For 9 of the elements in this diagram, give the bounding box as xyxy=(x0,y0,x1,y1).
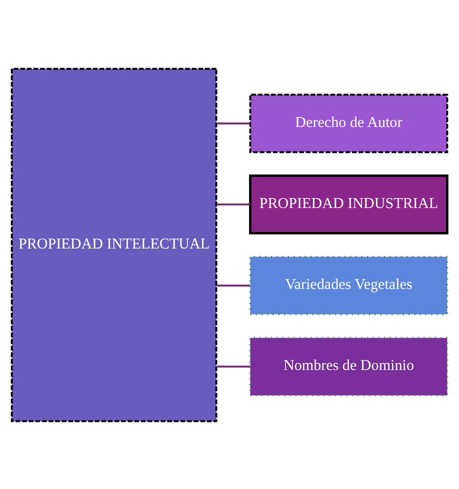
node-box: Nombres de Dominio xyxy=(249,336,448,396)
node-box: Derecho de Autor xyxy=(249,93,448,153)
node-box: PROPIEDAD INDUSTRIAL xyxy=(249,174,448,234)
connector xyxy=(216,122,250,124)
connector xyxy=(216,365,250,368)
connector xyxy=(216,284,250,286)
connector xyxy=(216,203,250,205)
node-box: PROPIEDAD INTELECTUAL xyxy=(10,67,218,422)
node-box: Variedades Vegetales xyxy=(249,255,448,315)
